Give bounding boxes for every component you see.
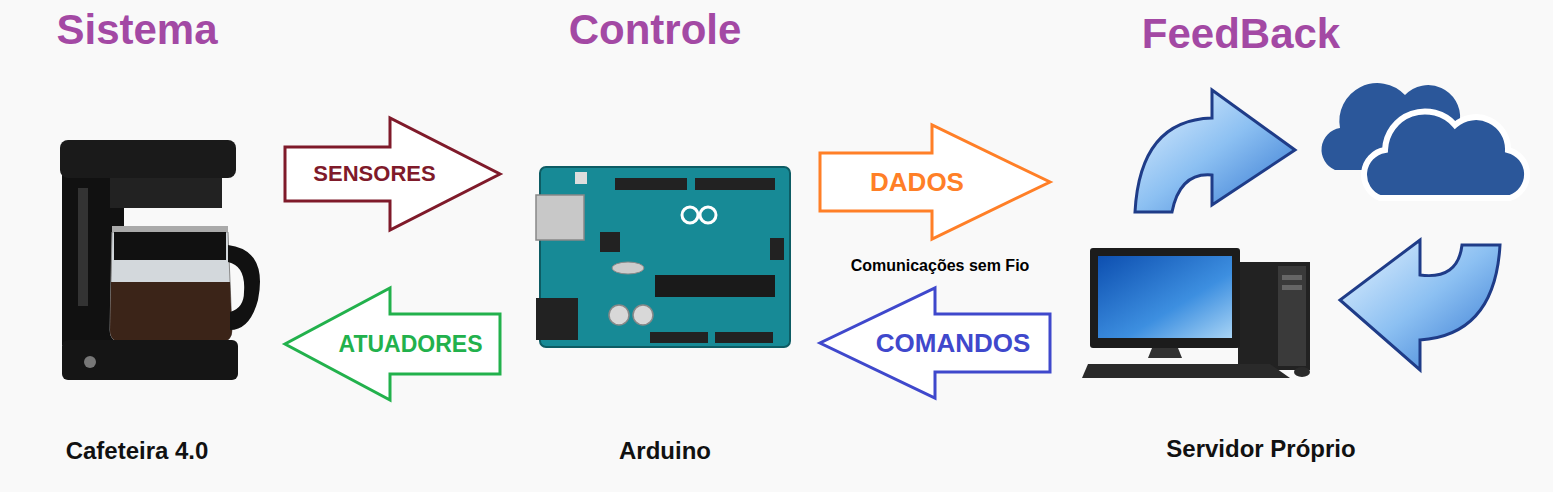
drive-slot: [1282, 285, 1302, 290]
component-column: SistemaCafeteira 4.0: [20, 6, 270, 465]
coffee-maker-base: [62, 340, 238, 380]
arrow-label: SENSORES: [313, 161, 435, 187]
filter-holder: [110, 178, 222, 208]
icsp-header: [770, 238, 784, 260]
arduino-board: [536, 167, 790, 347]
monitor-screen: [1098, 256, 1232, 338]
curved-arrow: [1135, 90, 1295, 212]
component-column: FeedBackServidor Próprio: [1065, 6, 1543, 465]
cloud-icon: [1322, 83, 1528, 198]
logo-ring: [700, 207, 716, 223]
column-heading: FeedBack: [1002, 10, 1480, 58]
pc-tower-front: [1278, 266, 1306, 366]
component-column: ControleArduino: [515, 6, 805, 465]
mouse: [1294, 367, 1310, 377]
pin-header: [615, 178, 687, 190]
curved-arrow: [1340, 240, 1500, 370]
usb-connector: [536, 195, 584, 240]
monitor-stand: [1148, 348, 1182, 358]
crystal: [612, 262, 644, 274]
microcontroller-chip: [655, 275, 775, 297]
carafe-rim: [112, 226, 228, 232]
carafe-glass: [110, 232, 232, 342]
block-arrow: [285, 118, 500, 230]
usb-chip: [600, 232, 620, 252]
keyboard: [1082, 364, 1290, 378]
carafe-lid: [114, 232, 226, 260]
capacitor: [609, 305, 629, 325]
note-label: Comunicações sem Fio: [851, 257, 1030, 275]
pin-header: [695, 178, 775, 190]
cloud-front: [1364, 111, 1527, 198]
coffee-maker-lid: [60, 140, 236, 178]
block-arrow: [820, 288, 1050, 398]
pin-header: [715, 332, 773, 343]
component-caption: Arduino: [520, 437, 810, 465]
drive-slot: [1282, 275, 1302, 280]
block-arrow: [820, 125, 1050, 239]
component-caption: Cafeteira 4.0: [12, 437, 262, 465]
pin-header: [650, 332, 708, 343]
column-heading: Controle: [510, 6, 800, 54]
arrow-label: DADOS: [870, 167, 964, 198]
monitor-frame: [1090, 248, 1240, 348]
computer: [1082, 248, 1310, 378]
pc-tower: [1238, 262, 1310, 370]
capacitor: [633, 305, 653, 325]
power-button: [84, 356, 96, 368]
carafe-handle: [228, 245, 260, 330]
water-window: [78, 188, 88, 306]
logo-ring: [682, 207, 698, 223]
reset-button: [575, 172, 587, 184]
column-heading: Sistema: [12, 6, 262, 54]
coffee-maker: [60, 140, 260, 380]
power-jack: [536, 298, 578, 340]
block-arrow: [285, 288, 500, 400]
arrow-label: ATUADORES: [339, 331, 483, 358]
component-caption: Servidor Próprio: [1022, 435, 1500, 463]
coffee: [110, 282, 232, 342]
arrow-label: COMANDOS: [876, 328, 1031, 359]
